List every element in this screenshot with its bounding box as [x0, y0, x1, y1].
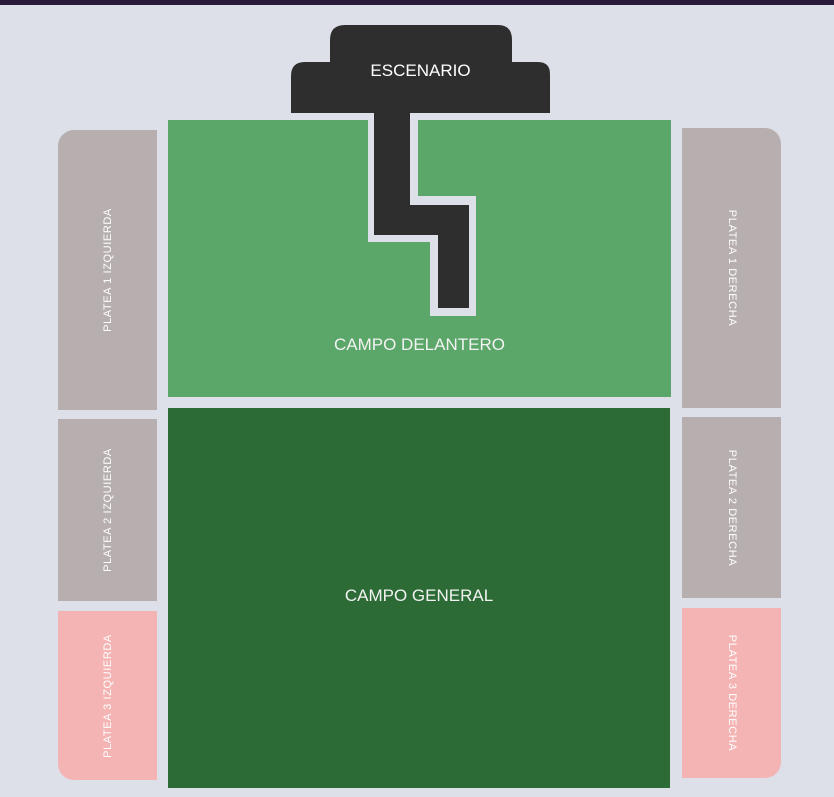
campo-delantero-label: CAMPO DELANTERO	[334, 335, 505, 354]
stage-block	[291, 25, 550, 113]
platea-2-derecha-label: PLATEA 2 DERECHA	[725, 449, 738, 566]
platea-2-izquierda-label: PLATEA 2 IZQUIERDA	[101, 448, 114, 572]
stage-label: ESCENARIO	[370, 61, 471, 80]
campo-delantero-zone[interactable]: CAMPO DELANTERO	[168, 120, 671, 397]
platea-3-izquierda-label: PLATEA 3 IZQUIERDA	[101, 633, 114, 758]
platea-1-derecha[interactable]: PLATEA 1 DERECHA	[682, 128, 781, 408]
platea-2-izquierda[interactable]: PLATEA 2 IZQUIERDA	[58, 419, 157, 601]
platea-3-derecha[interactable]: PLATEA 3 DERECHA	[682, 608, 781, 778]
platea-3-derecha-label: PLATEA 3 DERECHA	[725, 634, 738, 752]
platea-1-izquierda-label: PLATEA 1 IZQUIERDA	[101, 208, 114, 332]
platea-2-derecha[interactable]: PLATEA 2 DERECHA	[682, 417, 781, 598]
platea-3-izquierda[interactable]: PLATEA 3 IZQUIERDA	[58, 611, 157, 780]
campo-general-zone[interactable]: CAMPO GENERAL	[168, 408, 670, 788]
platea-1-derecha-label: PLATEA 1 DERECHA	[725, 209, 738, 327]
top-bar	[0, 0, 834, 5]
platea-1-izquierda[interactable]: PLATEA 1 IZQUIERDA	[58, 130, 157, 410]
campo-general-label: CAMPO GENERAL	[344, 586, 494, 605]
